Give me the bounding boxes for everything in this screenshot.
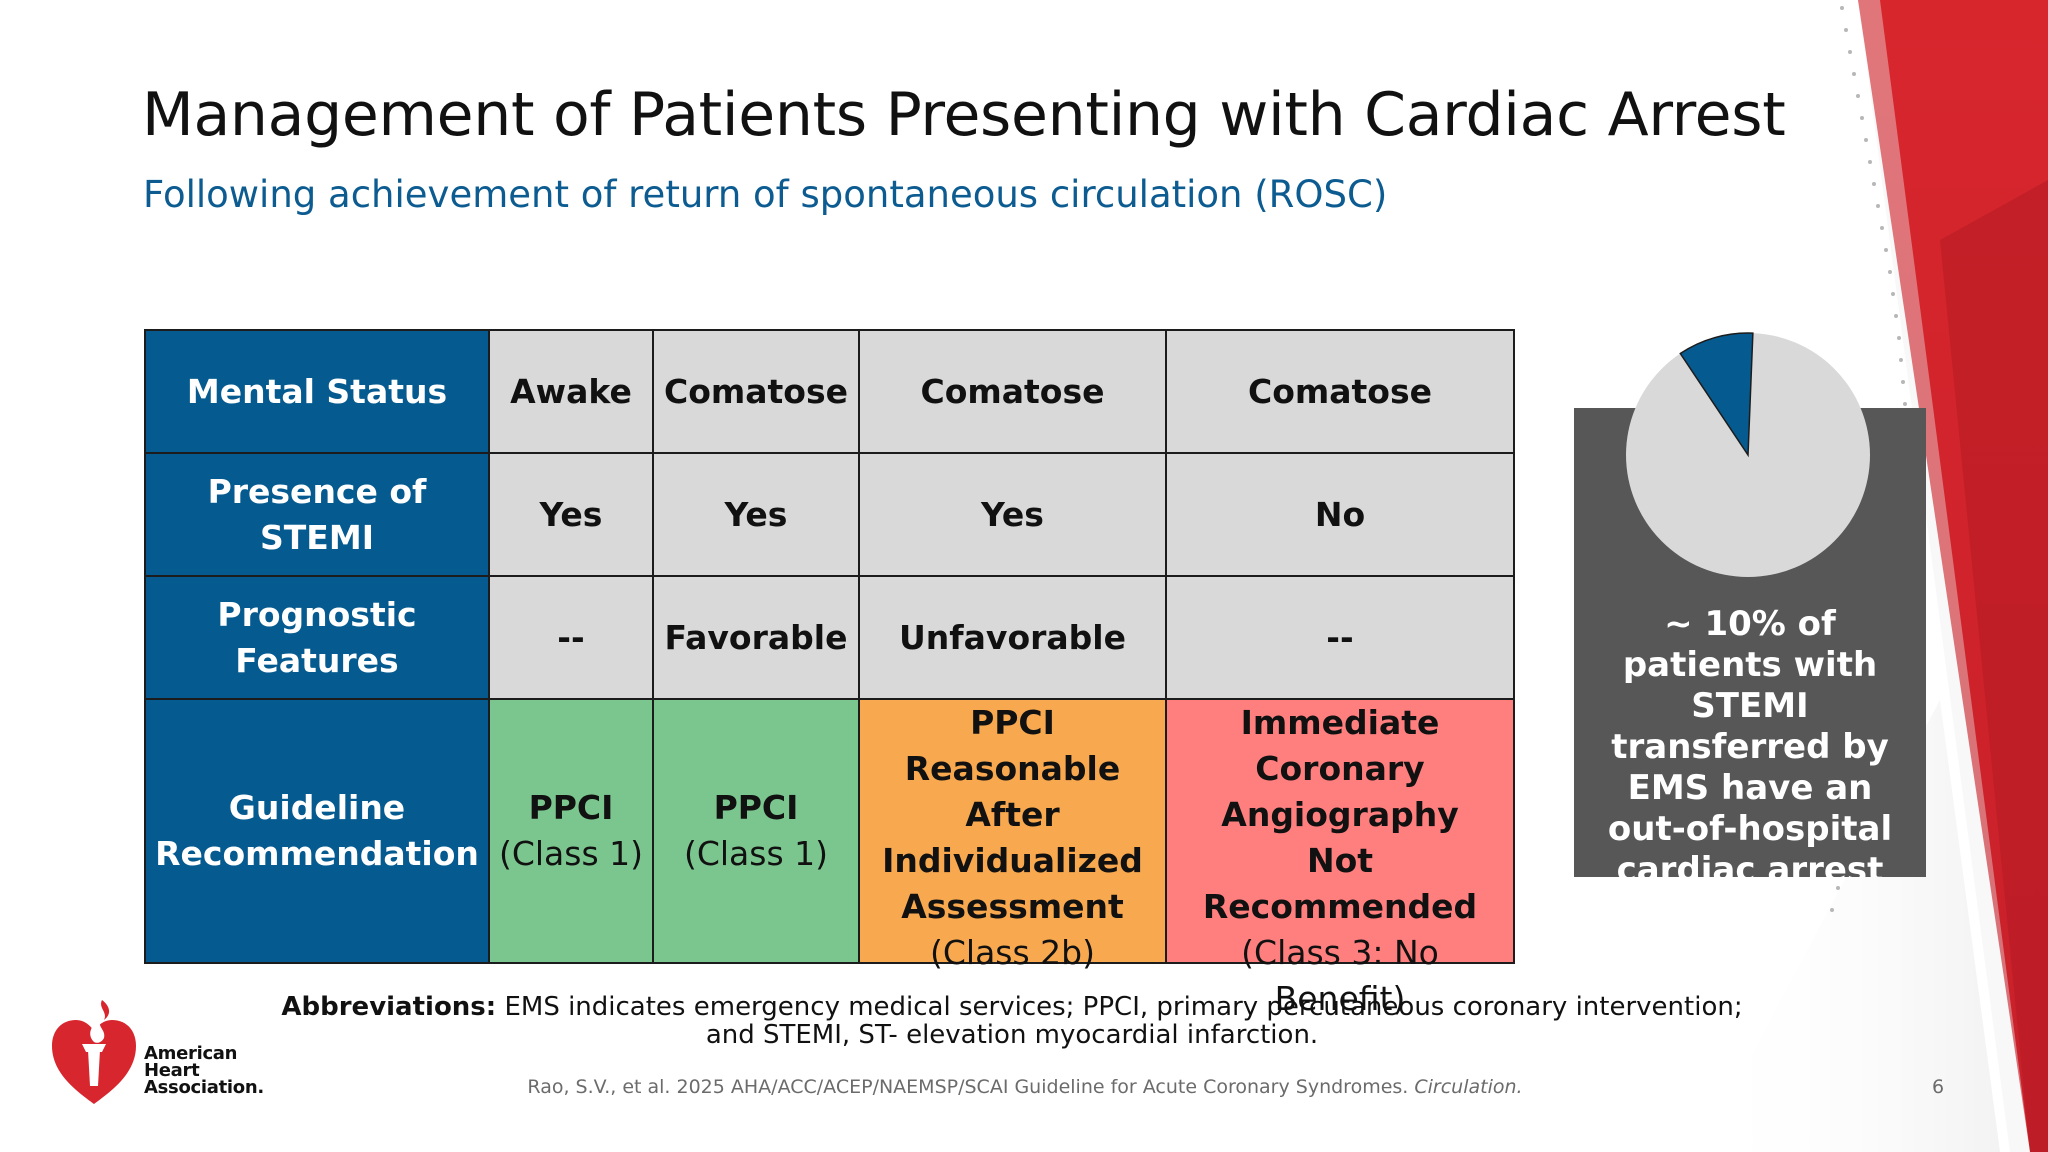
table-row: Prognostic Features -- Favorable Unfavor…: [144, 575, 1515, 700]
abbreviations-text: EMS indicates emergency medical services…: [496, 992, 1743, 1050]
table-cell: Awake: [488, 329, 654, 454]
table-row: Mental Status Awake Comatose Comatose Co…: [144, 329, 1515, 454]
recommendation-cell-class3: Immediate Coronary Angiography Not Recom…: [1165, 698, 1515, 1018]
table-row: Presence of STEMI Yes Yes Yes No: [144, 452, 1515, 577]
heart-torch-logo-icon: [52, 1000, 136, 1104]
citation-text: Rao, S.V., et al. 2025 AHA/ACC/ACEP/NAEM…: [527, 1076, 1415, 1098]
recommendation-label: PPCI: [528, 788, 614, 827]
table-row: Guideline Recommendation PPCI (Class 1) …: [144, 698, 1515, 1018]
table-cell: Yes: [858, 452, 1167, 577]
table-cell: Comatose: [1165, 329, 1515, 454]
recommendation-cell-class1: PPCI (Class 1): [652, 698, 860, 964]
table-cell: Yes: [488, 452, 654, 577]
table-cell: Comatose: [652, 329, 860, 454]
table-cell: --: [488, 575, 654, 700]
table-cell: Unfavorable: [858, 575, 1167, 700]
logo-line: American: [144, 1043, 238, 1064]
citation-journal: Circulation.: [1414, 1076, 1523, 1098]
page-number: 6: [1932, 1076, 1945, 1098]
row-header-mental-status: Mental Status: [144, 329, 490, 454]
recommendation-class: (Class 1): [498, 834, 644, 873]
recommendation-label: PPCI Reasonable After Individualized Ass…: [882, 703, 1143, 926]
percent-pie-chart: [1626, 332, 1870, 577]
recommendation-cell-class1: PPCI (Class 1): [488, 698, 654, 964]
recommendation-class: (Class 2b): [930, 933, 1095, 972]
slide-title: Management of Patients Presenting with C…: [142, 80, 1786, 150]
logo-line: Heart: [144, 1060, 200, 1081]
row-header-prognostic-features: Prognostic Features: [144, 575, 490, 700]
pie-percent-slice: [1679, 332, 1754, 458]
logo-line: Association.: [144, 1077, 264, 1098]
abbreviations-footnote: Abbreviations: EMS indicates emergency m…: [262, 993, 1762, 1049]
recommendation-class: (Class 3: No Benefit): [1241, 933, 1439, 1018]
row-header-guideline-recommendation: Guideline Recommendation: [144, 698, 490, 964]
table-cell: --: [1165, 575, 1515, 700]
recommendation-label: PPCI: [713, 788, 799, 827]
table-cell: Favorable: [652, 575, 860, 700]
slide-subtitle: Following achievement of return of spont…: [143, 173, 1388, 216]
citation: Rao, S.V., et al. 2025 AHA/ACC/ACEP/NAEM…: [460, 1076, 1590, 1098]
logo-wordmark: American Heart Association.: [144, 1043, 264, 1098]
row-header-presence-of-stemi: Presence of STEMI: [144, 452, 490, 577]
recommendation-table: Mental Status Awake Comatose Comatose Co…: [144, 329, 1515, 1018]
recommendation-class: (Class 1): [683, 834, 829, 873]
table-cell: Comatose: [858, 329, 1167, 454]
stat-callout-text: ~ 10% of patients with STEMI transferred…: [1607, 604, 1893, 877]
table-cell: Yes: [652, 452, 860, 577]
table-cell: No: [1165, 452, 1515, 577]
recommendation-cell-class2b: PPCI Reasonable After Individualized Ass…: [858, 698, 1167, 972]
abbreviations-label: Abbreviations:: [281, 992, 497, 1022]
recommendation-label: Immediate Coronary Angiography Not Recom…: [1202, 703, 1478, 926]
